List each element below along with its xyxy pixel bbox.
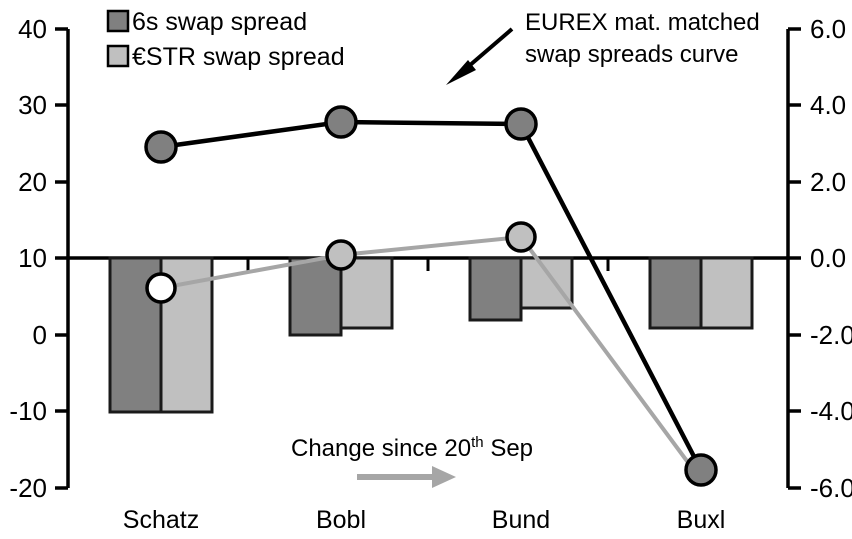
gray-marker-bund[interactable] bbox=[505, 221, 537, 253]
change-note-text: Change since 20th Sep bbox=[291, 434, 533, 462]
gray-marker-bobl[interactable] bbox=[325, 239, 357, 271]
eurex-marker-bund[interactable] bbox=[504, 107, 538, 141]
eurex-curve-annotation: EUREX mat. matched swap spreads curve bbox=[446, 9, 760, 85]
legend-item-estr[interactable]: €STR swap spread bbox=[106, 43, 345, 71]
bar-6s-buxl[interactable] bbox=[648, 256, 703, 330]
eurex-note-line2: swap spreads curve bbox=[525, 41, 738, 68]
right-tick-label-m6: -6.0 bbox=[810, 473, 852, 503]
bar-group-bund bbox=[468, 256, 574, 322]
right-axis-ticks bbox=[788, 27, 801, 490]
right-tick-label-2: 2.0 bbox=[810, 167, 846, 197]
right-tick-label-0: 0.0 bbox=[810, 243, 846, 273]
left-tick-label-30: 30 bbox=[18, 90, 47, 120]
left-tick-label-m20: -20 bbox=[9, 473, 47, 503]
right-tick-label-m4: -4.0 bbox=[810, 396, 852, 426]
eurex-marker-schatz[interactable] bbox=[144, 130, 178, 164]
cat-label-bobl: Bobl bbox=[316, 506, 366, 534]
bar-group-bobl bbox=[288, 256, 394, 337]
gray-change-line[interactable] bbox=[160, 234, 703, 482]
legend-swatch-estr bbox=[106, 44, 130, 68]
bar-6s-bobl[interactable] bbox=[288, 256, 343, 337]
bar-estr-buxl[interactable] bbox=[699, 256, 754, 330]
left-tick-label-20: 20 bbox=[18, 167, 47, 197]
left-tick-label-40: 40 bbox=[18, 14, 47, 44]
eurex-marker-buxl[interactable] bbox=[684, 453, 718, 487]
eurex-note-line1: EUREX mat. matched bbox=[525, 9, 760, 36]
x-axis-ticks bbox=[246, 258, 610, 271]
bar-estr-bobl[interactable] bbox=[339, 256, 394, 330]
left-axis: 40 30 20 10 0 -10 -20 bbox=[9, 14, 70, 503]
cat-label-buxl: Buxl bbox=[677, 506, 726, 534]
arrow-head bbox=[446, 60, 476, 85]
legend-item-6s[interactable]: 6s swap spread bbox=[106, 8, 307, 36]
left-tick-label-m10: -10 bbox=[9, 396, 47, 426]
bar-estr-bund[interactable] bbox=[519, 256, 574, 310]
right-tick-label-4: 4.0 bbox=[810, 90, 846, 120]
change-arrow-head bbox=[432, 466, 456, 488]
legend: 6s swap spread €STR swap spread bbox=[106, 8, 345, 71]
x-axis-category-labels: Schatz Bobl Bund Buxl bbox=[123, 506, 726, 534]
change-note-main: Change since 20 bbox=[291, 435, 471, 462]
left-tick-label-10: 10 bbox=[18, 243, 47, 273]
cat-label-schatz: Schatz bbox=[123, 506, 199, 534]
change-note-sup: th bbox=[471, 434, 484, 451]
eurex-note-arrow-icon bbox=[446, 27, 514, 85]
bar-group-buxl bbox=[648, 256, 754, 330]
left-axis-ticks bbox=[55, 27, 68, 490]
legend-swatch-6s bbox=[106, 9, 130, 33]
eurex-curve-series bbox=[144, 105, 718, 487]
right-tick-label-6: 6.0 bbox=[810, 14, 846, 44]
cat-label-bund: Bund bbox=[492, 506, 550, 534]
gray-change-line-series bbox=[145, 221, 703, 482]
eurex-marker-bobl[interactable] bbox=[324, 105, 358, 139]
legend-label-6s: 6s swap spread bbox=[132, 8, 307, 36]
left-tick-label-0: 0 bbox=[33, 320, 47, 350]
gray-marker-schatz[interactable] bbox=[145, 272, 177, 304]
change-direction-arrow-icon bbox=[357, 466, 456, 488]
right-axis: 6.0 4.0 2.0 0.0 -2.0 -4.0 -6.0 bbox=[786, 14, 852, 503]
change-note-tail: Sep bbox=[484, 435, 533, 462]
right-tick-label-m2: -2.0 bbox=[810, 320, 852, 350]
change-since-annotation: Change since 20th Sep bbox=[291, 434, 533, 488]
legend-label-estr: €STR swap spread bbox=[132, 43, 345, 71]
bar-6s-bund[interactable] bbox=[468, 256, 523, 322]
eurex-curve-line[interactable] bbox=[160, 119, 703, 472]
